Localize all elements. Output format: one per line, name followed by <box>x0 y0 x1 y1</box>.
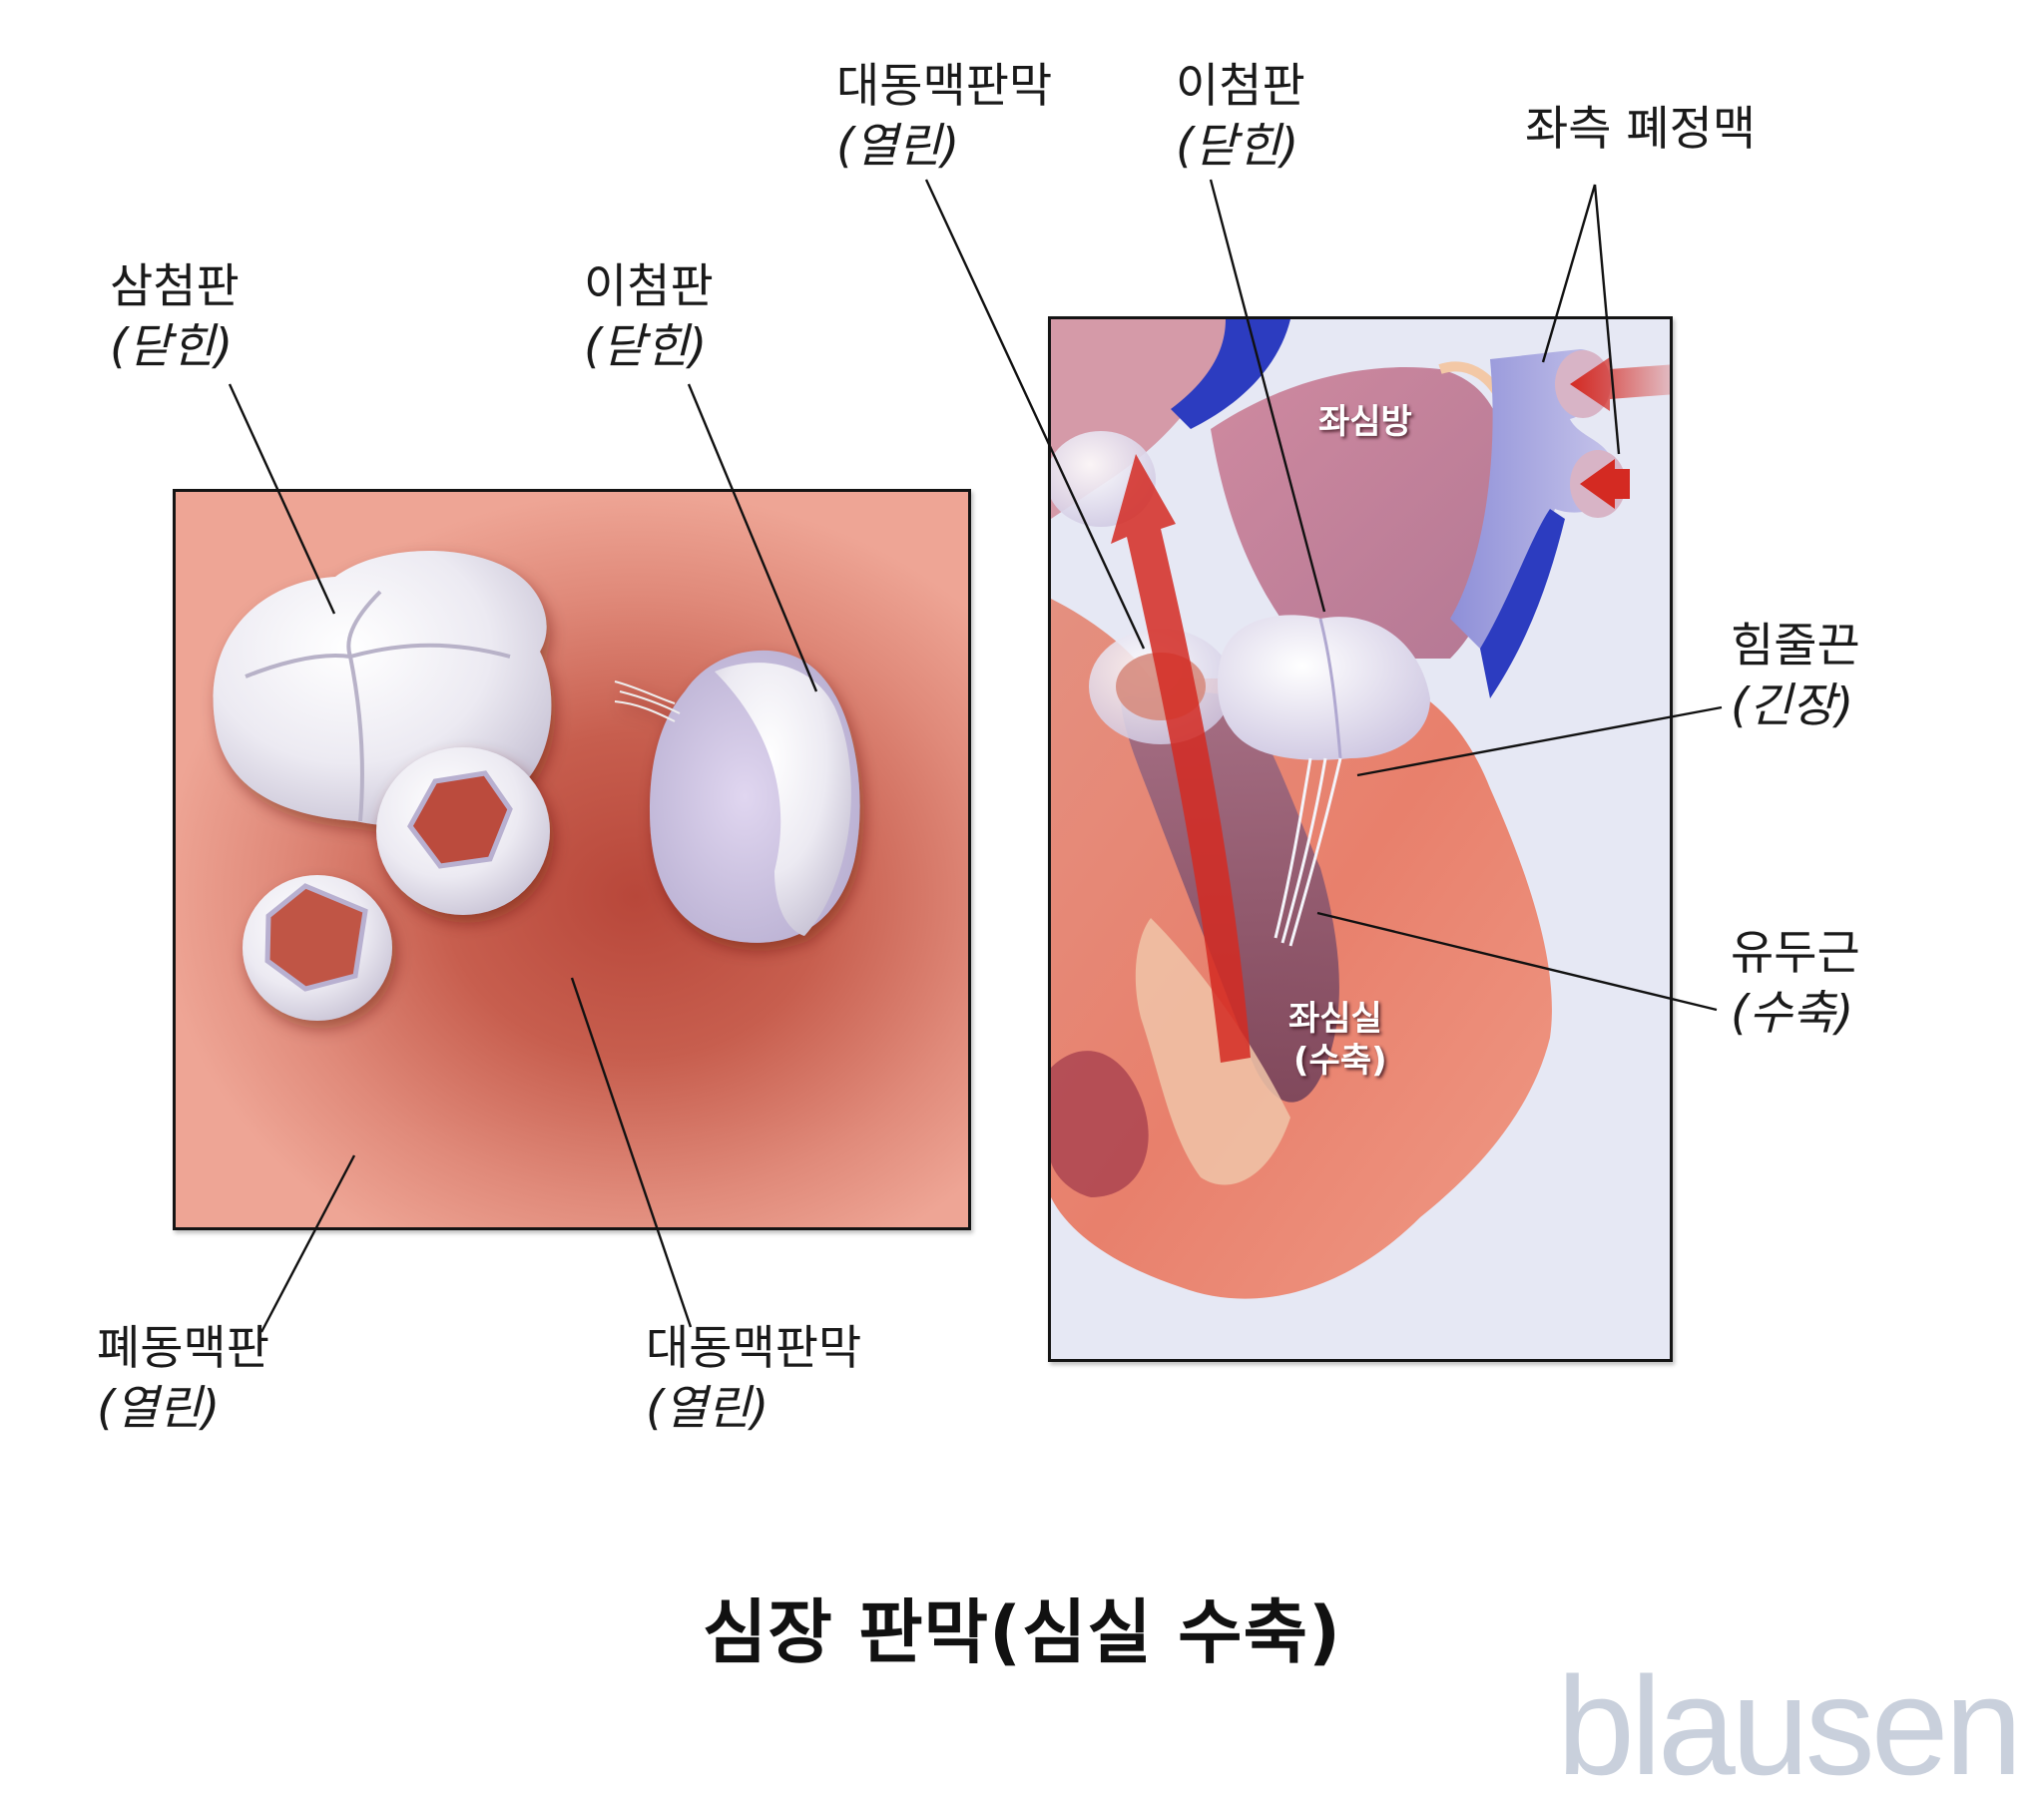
label-name: 삼첨판 <box>110 259 240 314</box>
label-state: (열린) <box>646 1381 769 1436</box>
chordae-tendineae-label: 힘줄끈 (긴장) <box>1731 617 1860 736</box>
label-name: 대동맥판막 <box>836 59 1053 114</box>
label-name: 폐동맥판 <box>97 1321 269 1376</box>
label-name: 좌측 폐정맥 <box>1525 102 1757 157</box>
label-state: (수축) <box>1731 986 1854 1041</box>
label-name: 힘줄끈 <box>1731 619 1860 674</box>
label-state: (열린) <box>97 1381 221 1436</box>
mitral-valve-label-left: 이첨판 (닫힌) <box>584 257 714 377</box>
left-ventricle-state-label: (수축) <box>1293 1041 1387 1081</box>
label-name: 이첨판 <box>1176 59 1305 114</box>
mitral-valve <box>614 650 860 943</box>
label-name: 유두근 <box>1731 926 1860 981</box>
mitral-valve-label-right: 이첨판 (닫힌) <box>1176 57 1305 177</box>
label-state: (닫힌) <box>110 319 234 374</box>
valves-overview-panel <box>173 489 971 1230</box>
blausen-logo: blausen <box>1557 1647 2022 1804</box>
left-atrium-label: 좌심방 <box>1318 402 1412 442</box>
label-state: (닫힌) <box>584 319 708 374</box>
pulmonary-valve-ring <box>243 875 392 1021</box>
label-state: (긴장) <box>1731 678 1854 733</box>
left-heart-cross-section-panel: 좌심방 좌심실 (수축) <box>1048 316 1673 1362</box>
label-state: (열린) <box>836 119 960 174</box>
heart-cross-section-illustration <box>1051 319 1670 1299</box>
label-name: 대동맥판막 <box>646 1321 862 1376</box>
label-state: (닫힌) <box>1176 119 1299 174</box>
label-name: 이첨판 <box>584 259 714 314</box>
tricuspid-valve-label: 삼첨판 (닫힌) <box>110 257 240 377</box>
papillary-muscle-label: 유두근 (수축) <box>1731 924 1860 1044</box>
left-ventricle-label: 좌심실 <box>1288 999 1382 1039</box>
valves-illustration <box>213 550 860 1021</box>
aortic-valve-ring <box>376 747 550 915</box>
aortic-valve-label-left: 대동맥판막 (열린) <box>646 1319 861 1439</box>
pulmonary-veins-label: 좌측 폐정맥 <box>1525 100 1756 160</box>
aortic-valve-label-right: 대동맥판막 (열린) <box>836 57 1052 177</box>
figure-title: 심장 판막(심실 수축) <box>703 1591 1341 1673</box>
pulmonary-valve-label: 폐동맥판 (열린) <box>97 1319 269 1439</box>
